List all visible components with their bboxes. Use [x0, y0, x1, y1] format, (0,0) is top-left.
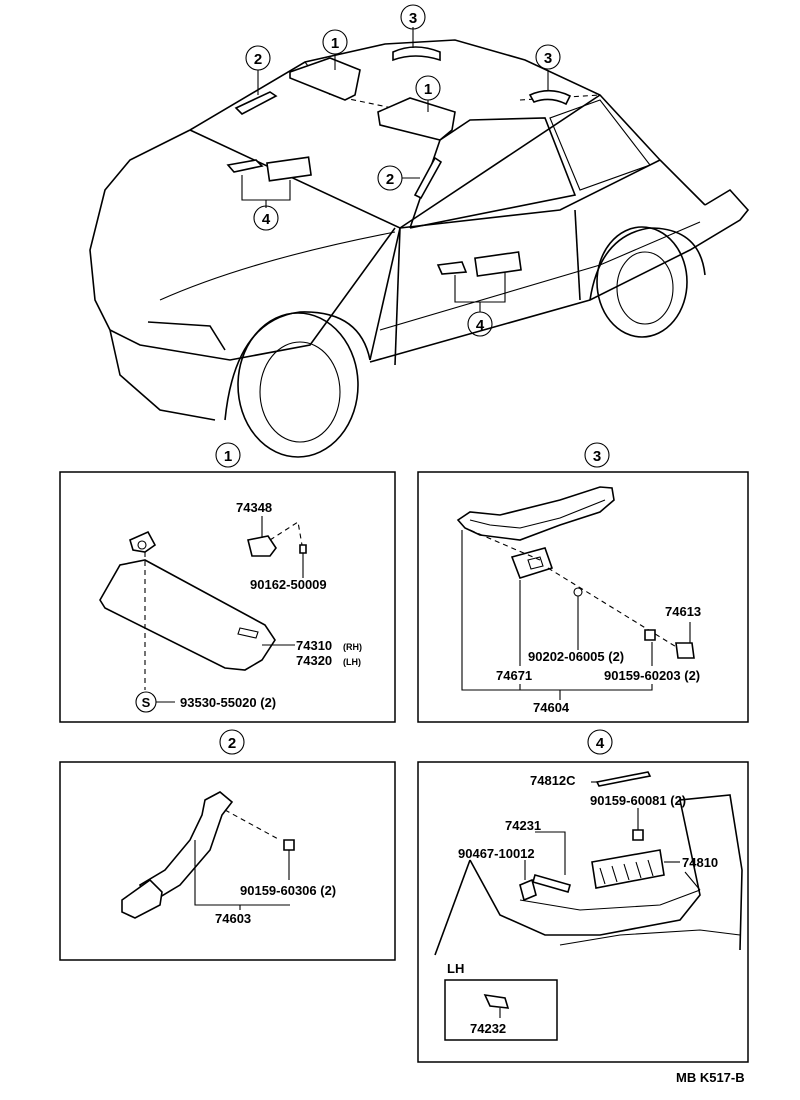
callout-circle: 3	[535, 44, 561, 70]
callout-label: 1	[424, 81, 432, 98]
diagram-code: MB K517-B	[676, 1070, 745, 1085]
section-number: 4	[596, 735, 605, 752]
part-number: 90202-06005 (2)	[528, 649, 624, 664]
part-number: 90159-60203 (2)	[604, 668, 700, 683]
callout-circle: 2	[377, 165, 403, 191]
part-number: 74310	[296, 638, 332, 653]
callout-label: 2	[386, 171, 394, 188]
part-number: 74603	[215, 911, 251, 926]
section-3-assist-grip: 3 74613 90202-06005 (2) 74671 90159-6020…	[417, 442, 749, 723]
part-number: 90159-60081 (2)	[590, 793, 686, 808]
section-2-grip: 2 90159-60306 (2) 74603	[59, 729, 396, 961]
callout-label: 1	[331, 35, 339, 52]
section-number: 2	[228, 735, 236, 752]
section-frame	[59, 471, 396, 723]
inset-label: LH	[447, 961, 464, 976]
callout-label: 3	[409, 10, 417, 27]
section-1-sun-visor: 1 S 93530-55020 (2) 74348 90162-50009 74…	[59, 442, 396, 723]
part-number: 93530-55020 (2)	[180, 695, 276, 710]
part-number: 74812C	[530, 773, 576, 788]
callout-circle: 4	[467, 311, 493, 337]
callout-circle: 2	[245, 45, 271, 71]
callout-label: 3	[544, 50, 552, 67]
part-number: 90467-10012	[458, 846, 535, 861]
part-number: 74320	[296, 653, 332, 668]
callout-label: 4	[262, 211, 271, 228]
callout-circle: 4	[253, 205, 279, 231]
part-number: 74231	[505, 818, 541, 833]
section-number: 1	[224, 448, 232, 465]
overview-callouts: 1 2 3 3 1 2 4 4	[245, 4, 561, 337]
callout-circle: 1	[322, 29, 348, 55]
part-number: 90162-50009	[250, 577, 327, 592]
part-side: (LH)	[343, 657, 361, 667]
part-number: 74671	[496, 668, 532, 683]
part-number: 90159-60306 (2)	[240, 883, 336, 898]
inset-frame	[444, 979, 558, 1041]
callout-circle: 3	[400, 4, 426, 30]
callout-label: 2	[254, 51, 262, 68]
callout-circle: 1	[415, 75, 441, 101]
section-frame	[59, 761, 396, 961]
part-side: (RH)	[343, 642, 362, 652]
section-4-interior-lamp: 4 74812C 74810 90159-60081 (2) 74231 904…	[417, 729, 749, 1063]
part-number: 74613	[665, 604, 701, 619]
part-number: 74810	[682, 855, 718, 870]
car-illustration	[89, 27, 750, 458]
clip-label: S	[142, 695, 151, 710]
callout-label: 4	[476, 317, 485, 334]
section-frame	[417, 761, 749, 1063]
section-number: 3	[593, 448, 601, 465]
part-number: 74232	[470, 1021, 506, 1036]
section-frame	[417, 471, 749, 723]
part-number: 74604	[533, 700, 570, 715]
part-number: 74348	[236, 500, 272, 515]
